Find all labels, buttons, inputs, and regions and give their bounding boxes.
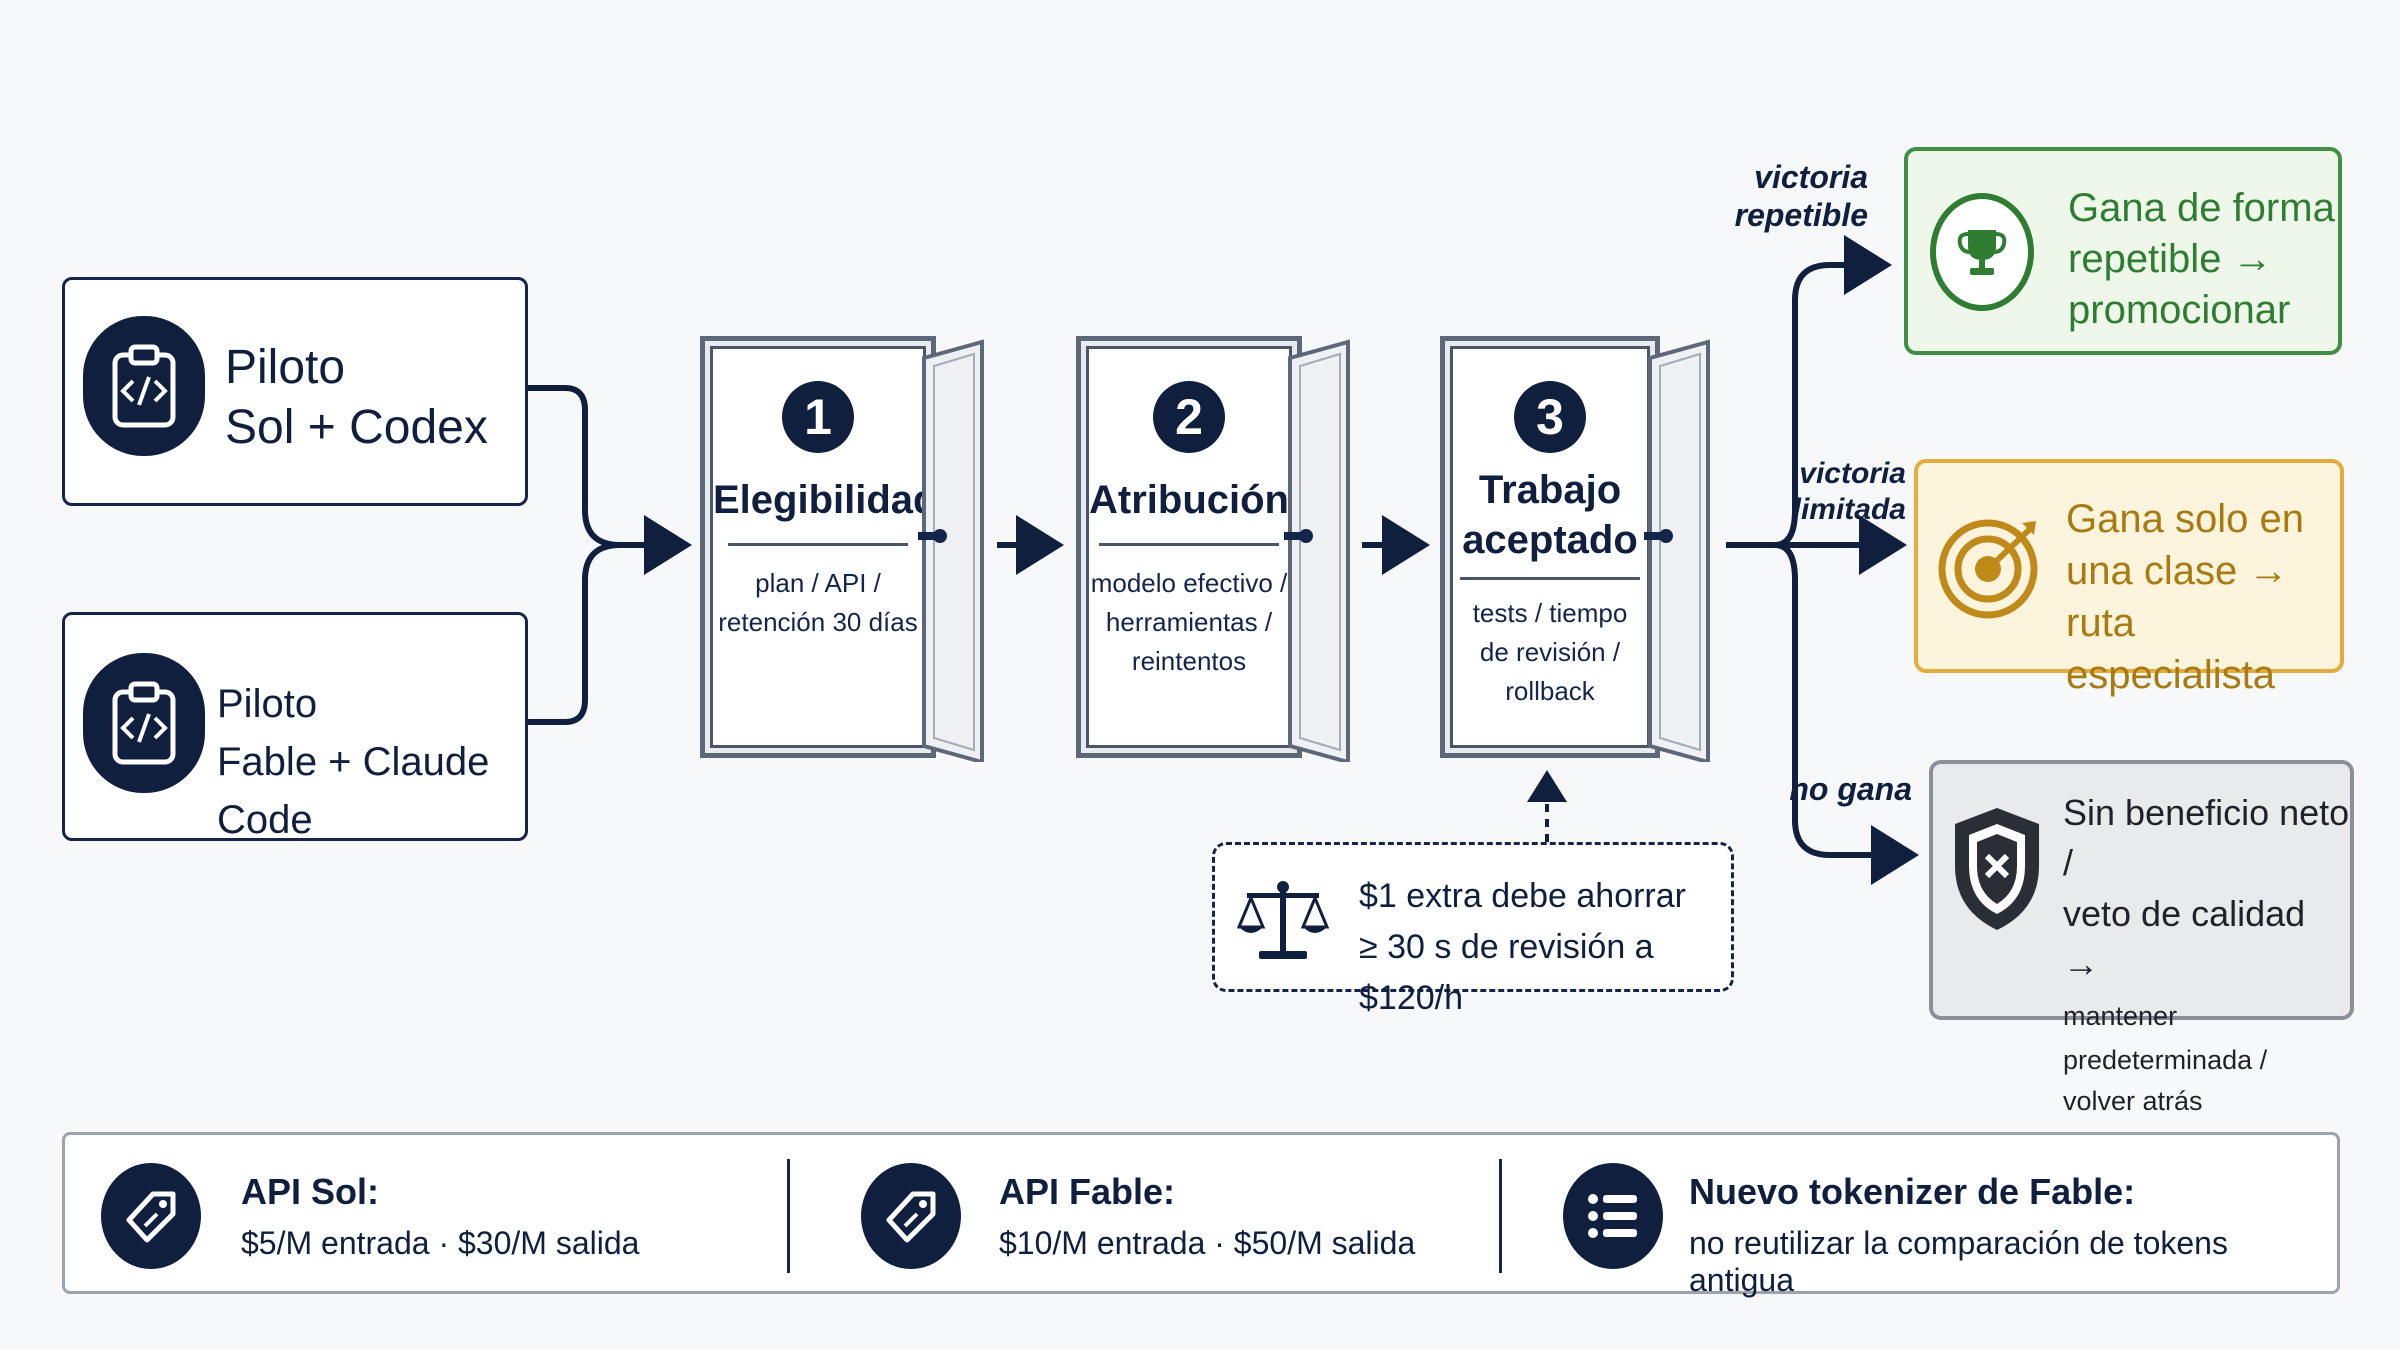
branch-label-no-gana: no gana bbox=[1780, 770, 1912, 808]
step-title-line: Elegibilidad bbox=[713, 478, 938, 522]
connector-pilot-2 bbox=[528, 542, 621, 725]
outcome-2-line: Gana solo en bbox=[2066, 497, 2304, 541]
step-description-line: plan / API / bbox=[755, 568, 881, 598]
outcome-3-line: Sin beneficio neto / bbox=[2063, 792, 2350, 884]
door-leaf-icon bbox=[918, 339, 984, 762]
step-description-line: tests / tiempo bbox=[1472, 598, 1628, 628]
step-description-line: retención 30 días bbox=[718, 607, 918, 637]
outcome-2-line: una clase → bbox=[2066, 549, 2289, 593]
step-divider bbox=[1099, 543, 1279, 546]
outcome-1-line: promocionar bbox=[2068, 288, 2291, 333]
step-description-line: de revisión / bbox=[1479, 637, 1621, 667]
pricing-footer: API Sol: $5/M entrada · $30/M salida API… bbox=[62, 1132, 2340, 1298]
footer-divider bbox=[787, 1159, 790, 1273]
clipboard-code-icon bbox=[83, 316, 205, 456]
step-title-line: Trabajo bbox=[1478, 468, 1622, 512]
branch-label-line: limitada bbox=[1792, 493, 1906, 526]
step-title: Atribución bbox=[1089, 475, 1289, 525]
pilot-1-line2: Sol + Codex bbox=[225, 401, 488, 454]
shield-x-icon bbox=[1949, 804, 2045, 934]
door-leaf-icon bbox=[1644, 339, 1710, 762]
step-description-line: reintentos bbox=[1131, 646, 1247, 676]
footer-1-title: API Sol: bbox=[241, 1171, 380, 1212]
footer-3-title: Nuevo tokenizer de Fable: bbox=[1689, 1171, 2136, 1212]
balance-scale-icon bbox=[1236, 875, 1330, 967]
step-divider bbox=[728, 543, 908, 546]
outcome-mantener: Sin beneficio neto / veto de calidad → m… bbox=[1929, 760, 2354, 1116]
list-icon bbox=[1563, 1163, 1663, 1269]
pilot-card-sol-codex: Piloto Sol + Codex bbox=[62, 277, 528, 506]
branch-label-line: repetible bbox=[1734, 197, 1868, 234]
pilot-2-line2: Fable + Claude Code bbox=[217, 740, 490, 842]
outcome-3-small-line: mantener predeterminada / bbox=[2063, 1000, 2268, 1076]
step-description: tests / tiempo de revisión / rollback bbox=[1453, 594, 1647, 711]
step-number-badge: 1 bbox=[782, 381, 854, 453]
step-title-line: Atribución bbox=[1089, 478, 1289, 522]
price-tag-icon bbox=[861, 1163, 961, 1269]
note-line2: ≥ 30 s de revisión a $120/h bbox=[1359, 928, 1654, 1017]
step-description-line: modelo efectivo / bbox=[1090, 568, 1288, 598]
pilot-1-line1: Piloto bbox=[225, 341, 346, 394]
outcome-3-line: veto de calidad → bbox=[2063, 892, 2306, 985]
step-description-line: rollback bbox=[1505, 676, 1595, 706]
note-line1: $1 extra debe ahorrar bbox=[1359, 877, 1686, 915]
step-description: plan / API / retención 30 días bbox=[713, 564, 923, 642]
footer-2-title: API Fable: bbox=[999, 1171, 1176, 1212]
connector-pilot-1 bbox=[528, 385, 692, 575]
trophy-icon bbox=[1930, 193, 2034, 311]
outcome-1-line: Gana de forma bbox=[2068, 186, 2335, 230]
footer-2-sub: $10/M entrada · $50/M salida bbox=[999, 1225, 1416, 1261]
target-icon bbox=[1936, 507, 2046, 627]
step-title: Trabajo aceptado bbox=[1453, 465, 1647, 565]
outcome-1-line: repetible → bbox=[2068, 237, 2273, 282]
branch-label-line: victoria bbox=[1799, 457, 1906, 490]
outcome-promocionar: Gana de forma repetible → promocionar bbox=[1904, 147, 2342, 355]
outcome-2-line: ruta especialista bbox=[2066, 601, 2276, 697]
step-title-line: aceptado bbox=[1462, 518, 1638, 562]
branch-label-limitada: victoria limitada bbox=[1760, 456, 1906, 528]
review-cost-note: $1 extra debe ahorrar ≥ 30 s de revisión… bbox=[1212, 842, 1734, 1017]
pilot-card-fable-claude: Piloto Fable + Claude Code bbox=[62, 612, 528, 842]
arrow-branch-1 bbox=[1774, 235, 1892, 548]
step-title: Elegibilidad bbox=[713, 475, 938, 525]
branch-label-repetible: victoria repetible bbox=[1718, 158, 1868, 235]
arrow-branch-3 bbox=[1774, 542, 1919, 885]
step-description-line: herramientas / bbox=[1105, 607, 1273, 637]
footer-3-sub: no reutilizar la comparación de tokens a… bbox=[1689, 1225, 2228, 1298]
step-number-badge: 3 bbox=[1514, 381, 1586, 453]
clipboard-code-icon bbox=[83, 653, 205, 793]
footer-1-sub: $5/M entrada · $30/M salida bbox=[241, 1225, 640, 1261]
branch-label-line: victoria bbox=[1754, 159, 1868, 195]
outcome-ruta-especialista: Gana solo en una clase → ruta especialis… bbox=[1914, 459, 2344, 697]
step-description: modelo efectivo / herramientas / reintento… bbox=[1089, 564, 1289, 681]
step-number-badge: 2 bbox=[1153, 381, 1225, 453]
outcome-3-small-line: volver atrás bbox=[2063, 1085, 2203, 1116]
pilot-2-line1: Piloto bbox=[217, 682, 318, 726]
door-leaf-icon bbox=[1284, 339, 1350, 762]
footer-divider bbox=[1499, 1159, 1502, 1273]
price-tag-icon bbox=[101, 1163, 201, 1269]
branch-label-line: no gana bbox=[1789, 771, 1912, 807]
step-divider bbox=[1460, 577, 1640, 580]
